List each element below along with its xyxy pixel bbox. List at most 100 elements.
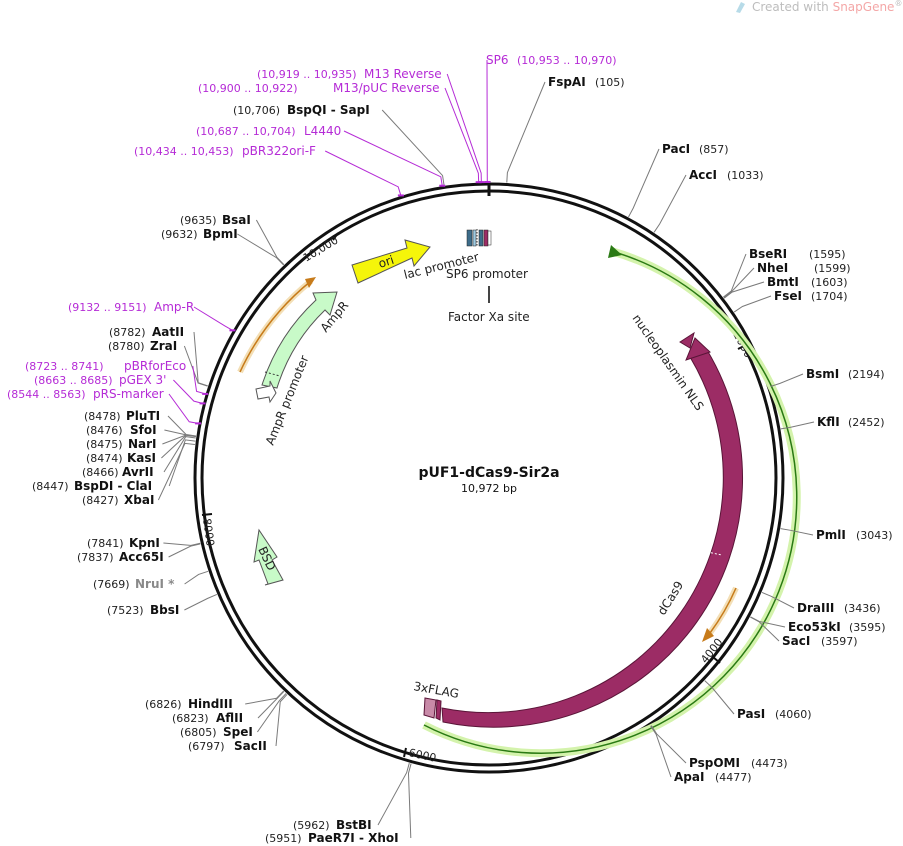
feature-ampr[interactable]: AmpR xyxy=(261,291,351,389)
enzyme-nrui[interactable]: (7669)NruI * xyxy=(93,577,175,591)
primer-name: pBRforEco xyxy=(124,359,186,373)
enzyme-paci[interactable]: (857)PacI xyxy=(662,142,729,156)
enzyme-kfli[interactable]: (2452)KflI xyxy=(817,415,885,429)
enzyme-avrii[interactable]: (8466)AvrII xyxy=(82,465,154,479)
enzyme-position: (5951) xyxy=(265,832,302,845)
enzyme-position: (5962) xyxy=(293,819,330,832)
enzyme-name: BseRI xyxy=(749,247,787,261)
enzyme-name: PasI xyxy=(737,707,765,721)
enzyme-name: AflII xyxy=(216,711,243,725)
enzyme-aflii[interactable]: (6823)AflII xyxy=(172,711,243,725)
enzyme-bsmi[interactable]: (2194)BsmI xyxy=(806,367,885,381)
primer-l4440[interactable]: (10,687 .. 10,704)L4440 xyxy=(196,124,446,187)
credit-prefix: Created with xyxy=(752,0,833,14)
orf-arrows xyxy=(237,277,739,642)
primer-pgex-3[interactable]: (8663 .. 8685)pGEX 3' xyxy=(34,373,206,405)
snapgene-logo-icon xyxy=(736,2,745,13)
enzyme-name: NheI xyxy=(757,261,788,275)
lac-promoter-block-3[interactable] xyxy=(478,229,484,247)
enzyme-bsai[interactable]: (9635)BsaI xyxy=(180,213,251,227)
enzyme-leader xyxy=(650,725,687,764)
ori-arrow[interactable] xyxy=(351,239,431,284)
enzyme-position: (8478) xyxy=(84,410,121,423)
enzyme-bseri[interactable]: (1595)BseRI xyxy=(749,247,846,261)
enzyme-leader xyxy=(780,421,815,430)
enzyme-bspdi-clai[interactable]: (8447)BspDI - ClaI xyxy=(32,479,152,493)
enzyme-position: (3595) xyxy=(849,621,886,634)
primer-position: (8663 .. 8685) xyxy=(34,374,113,387)
primer-position: (10,434 .. 10,453) xyxy=(134,145,234,158)
enzyme-position: (4473) xyxy=(751,757,788,770)
enzyme-eco53ki[interactable]: (3595)Eco53kI xyxy=(788,620,886,634)
enzyme-draiii[interactable]: (3436)DraIII xyxy=(797,601,881,615)
enzyme-leader xyxy=(650,725,672,778)
enzyme-sfoi[interactable]: (8476)SfoI xyxy=(86,423,157,437)
primer-amp-r[interactable]: (9132 .. 9151)Amp-R xyxy=(68,300,236,332)
primer-m13-reverse[interactable]: (10,919 .. 10,935)M13 Reverse xyxy=(257,67,485,184)
enzyme-paer7i-xhoi[interactable]: (5951)PaeR7I - XhoI xyxy=(265,831,399,845)
enzyme-leader xyxy=(245,690,284,705)
enzyme-name: KpnI xyxy=(129,536,160,550)
primer-m13-puc-reverse[interactable]: (10,900 .. 10,922)M13/pUC Reverse xyxy=(198,81,482,184)
enzyme-aatii[interactable]: (8782)AatII xyxy=(109,325,184,339)
enzyme-leader xyxy=(506,81,546,183)
enzyme-name: KasI xyxy=(127,451,156,465)
enzyme-name: AccI xyxy=(689,168,717,182)
sp6-block[interactable] xyxy=(483,229,489,247)
enzyme-saci[interactable]: (3597)SacI xyxy=(782,634,858,648)
dcas9-arc[interactable] xyxy=(441,349,744,728)
flag-block[interactable] xyxy=(423,697,437,719)
nls-arrowhead[interactable] xyxy=(679,331,695,349)
lac-promoter-block-1[interactable] xyxy=(466,229,473,247)
enzyme-pspomi[interactable]: (4473)PspOMI xyxy=(689,756,788,770)
enzyme-bstbi[interactable]: (5962)BstBI xyxy=(293,818,372,832)
enzyme-position: (8476) xyxy=(86,424,123,437)
enzyme-xbai[interactable]: (8427)XbaI xyxy=(82,493,154,507)
flag-block-2[interactable] xyxy=(435,699,442,721)
primer-prs-marker[interactable]: (8544 .. 8563)pRS-marker xyxy=(7,387,202,425)
primer-leader xyxy=(192,365,206,395)
enzyme-pasi[interactable]: (4060)PasI xyxy=(737,707,812,721)
enzyme-spei[interactable]: (6805)SpeI xyxy=(180,725,253,739)
enzyme-name: SacI xyxy=(782,634,810,648)
enzyme-pmli[interactable]: (3043)PmlI xyxy=(816,528,893,542)
primer-sp6[interactable]: SP6(10,953 .. 10,970) xyxy=(484,53,617,184)
primer-pbr322ori-f[interactable]: (10,434 .. 10,453)pBR322ori-F xyxy=(134,144,404,197)
enzyme-bspqi-sapi[interactable]: (10,706)BspQI - SapI xyxy=(233,103,370,117)
enzyme-bmti[interactable]: (1603)BmtI xyxy=(767,275,848,289)
credit-brand: SnapGene xyxy=(833,0,895,14)
enzyme-name: SpeI xyxy=(223,725,253,739)
enzyme-sacii[interactable]: (6797)SacII xyxy=(188,739,267,753)
enzyme-fsei[interactable]: (1704)FseI xyxy=(774,289,848,303)
enzyme-fspai[interactable]: (105)FspAI xyxy=(548,75,625,89)
lac-promoter-block-2[interactable] xyxy=(472,229,477,247)
feature-bsd[interactable]: BSD xyxy=(253,528,284,586)
enzyme-acci[interactable]: (1033)AccI xyxy=(689,168,764,182)
ampr-arrow[interactable] xyxy=(261,291,338,389)
enzyme-acc65i[interactable]: (7837)Acc65I xyxy=(77,550,164,564)
primer-pbrforeco[interactable]: (8723 .. 8741)pBRforEco xyxy=(25,359,209,395)
enzyme-name: BsmI xyxy=(806,367,839,381)
feature-dcas9[interactable] xyxy=(423,331,744,728)
bsd-arrow[interactable] xyxy=(253,528,284,586)
enzyme-leader xyxy=(653,174,687,233)
enzyme-kpni[interactable]: (7841)KpnI xyxy=(87,536,160,550)
enzyme-hindiii[interactable]: (6826)HindIII xyxy=(145,697,233,711)
feature-promoters-top[interactable] xyxy=(466,229,492,303)
ampr-promoter-arrow[interactable] xyxy=(255,380,277,404)
enzyme-pluti[interactable]: (8478)PluTI xyxy=(84,409,160,423)
enzyme-nhei[interactable]: (1599)NheI xyxy=(757,261,851,275)
dcas9-arrowhead[interactable] xyxy=(685,337,711,361)
enzyme-position: (8782) xyxy=(109,326,146,339)
enzyme-kasi[interactable]: (8474)KasI xyxy=(86,451,156,465)
enzyme-zrai[interactable]: (8780)ZraI xyxy=(108,339,177,353)
enzyme-labels: (105)FspAI (857)PacI (1033)AccI (1595)BseRI… xyxy=(32,75,893,845)
sp6-block-2[interactable] xyxy=(487,230,492,246)
enzyme-bbsi[interactable]: (7523)BbsI xyxy=(107,603,179,617)
enzyme-leader xyxy=(723,281,765,299)
enzyme-name: DraIII xyxy=(797,601,834,615)
feature-ori[interactable]: ori xyxy=(351,239,431,284)
enzyme-nari[interactable]: (8475)NarI xyxy=(86,437,157,451)
enzyme-apai[interactable]: (4477)ApaI xyxy=(674,770,752,784)
enzyme-bpmi[interactable]: (9632)BpmI xyxy=(161,227,238,241)
